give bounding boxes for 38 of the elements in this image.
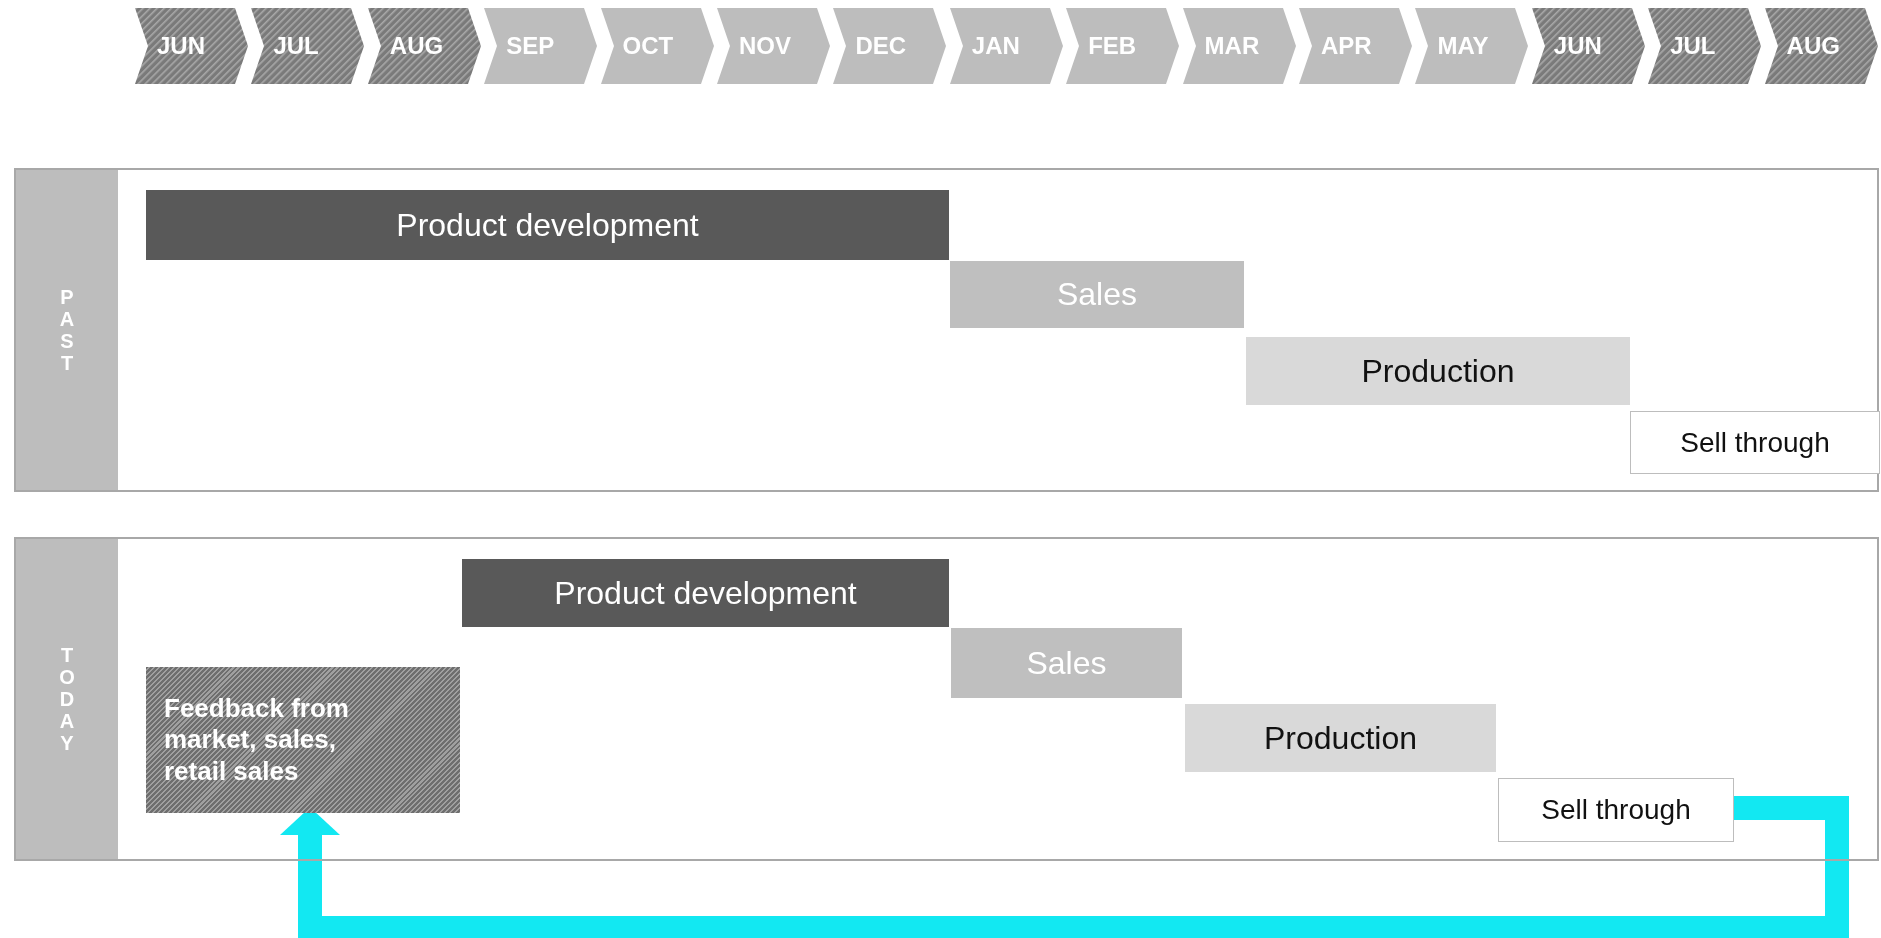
phase-bar: Sales <box>950 261 1244 328</box>
phase-bar: Production <box>1246 337 1630 405</box>
timeline-panel <box>14 537 1879 861</box>
feedback-arrow <box>280 796 1849 938</box>
month-label: OCT <box>622 32 674 60</box>
month-label: APR <box>1321 32 1372 60</box>
month-header-tab <box>1299 8 1415 84</box>
phase-bar: Product development <box>462 559 949 627</box>
month-label: MAR <box>1204 32 1260 60</box>
month-label: JUN <box>157 32 205 60</box>
feedback-box: Feedback from market, sales, retail sales <box>146 667 460 813</box>
phase-bar: Sales <box>951 628 1182 698</box>
month-label: JUL <box>1670 32 1716 60</box>
month-header-tab <box>949 8 1066 84</box>
phase-bar: Sell through <box>1498 778 1734 842</box>
month-header-tab <box>717 8 833 84</box>
month-label: MAY <box>1437 32 1489 60</box>
month-label: AUG <box>1786 32 1840 60</box>
month-header-tab <box>367 8 484 84</box>
month-label: JUL <box>273 32 319 60</box>
row-label: TODAY <box>58 644 76 754</box>
month-header-tab <box>135 8 251 84</box>
phase-bar: Production <box>1185 704 1496 772</box>
row-label: PAST <box>58 286 76 374</box>
phase-bar: Sell through <box>1630 411 1880 474</box>
month-label: JAN <box>971 32 1020 60</box>
timeline-panel <box>14 168 1879 492</box>
month-label: JUN <box>1553 32 1602 60</box>
month-label: SEP <box>506 32 555 60</box>
month-header-tab <box>1531 8 1648 84</box>
month-header-tab <box>600 8 717 84</box>
phase-bar: Product development <box>146 190 949 260</box>
month-header-tab <box>1764 8 1881 84</box>
month-label: AUG <box>389 32 444 60</box>
month-label: NOV <box>739 32 791 60</box>
month-header-tab <box>1182 8 1299 84</box>
month-label: FEB <box>1088 32 1137 60</box>
month-label: DEC <box>855 32 907 60</box>
